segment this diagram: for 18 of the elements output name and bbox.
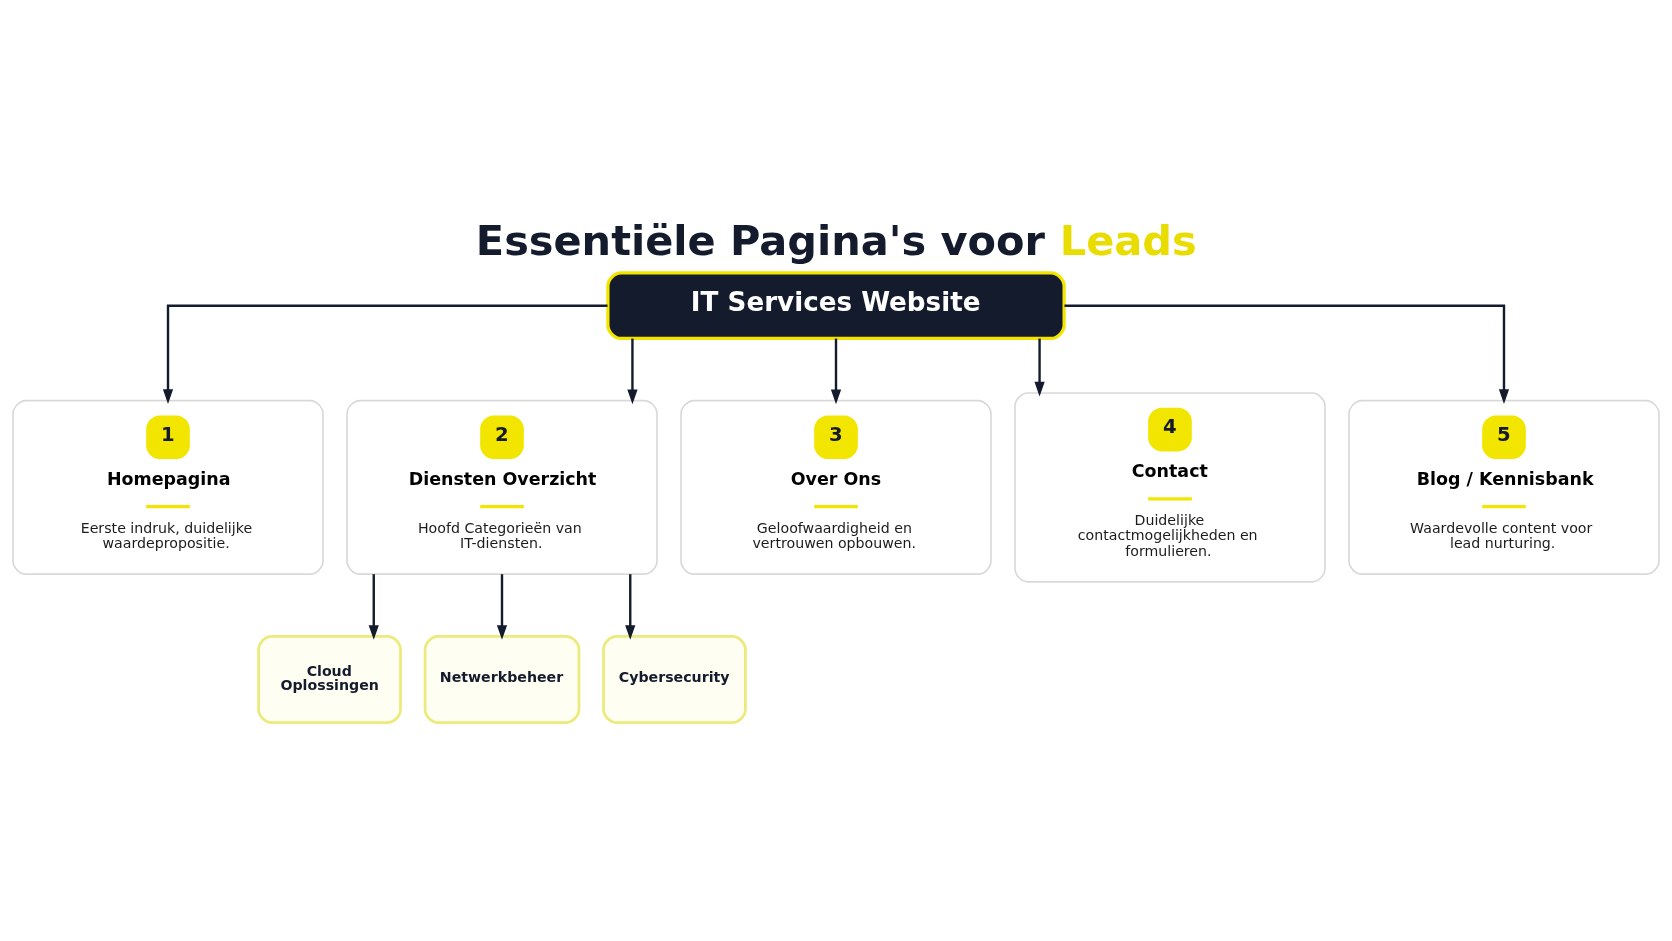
node-box: Cloud Oplossingen bbox=[257, 635, 402, 724]
arrow bbox=[162, 304, 608, 404]
node-box: 3 Over Ons Geloofwaardigheid en vertrouwen opbouwen. bbox=[680, 399, 992, 575]
arrow bbox=[625, 574, 636, 640]
node-box: 5 Blog / Kennisbank Waardevolle content voor lead nurturing. bbox=[1348, 399, 1660, 575]
node-box: 4 Contact Duidelijke contactmogelijkheden en formulieren. bbox=[1014, 392, 1326, 583]
arrow bbox=[830, 338, 842, 405]
node-box: Netwerkbeheer bbox=[423, 635, 581, 724]
arrow bbox=[496, 574, 508, 640]
node-box: 2 Diensten Overzicht Hoofd Categorieën van IT-diensten. bbox=[346, 399, 658, 575]
arrow bbox=[627, 338, 638, 405]
node-box: IT Services Website bbox=[606, 271, 1066, 341]
diagram-title: Essentiële Pagina's voor Leads bbox=[475, 216, 1197, 265]
node-box: Cybersecurity bbox=[602, 635, 747, 724]
node-box: 1 Homepagina Eerste indruk, duidelijke waardepropositie. bbox=[12, 399, 324, 575]
arrow bbox=[368, 574, 379, 640]
arrow bbox=[1034, 338, 1045, 397]
arrow bbox=[1064, 304, 1510, 404]
